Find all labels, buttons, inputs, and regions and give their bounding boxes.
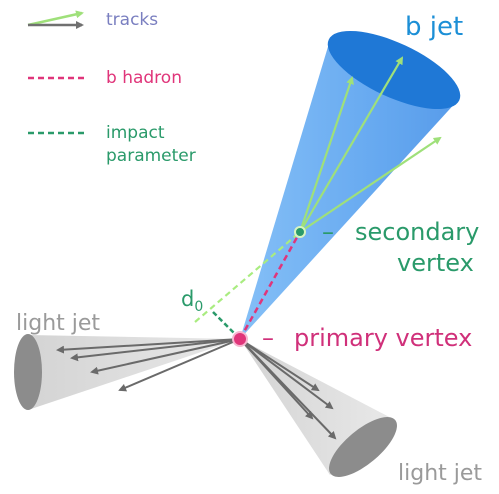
light-jet-tracks-left (56, 338, 241, 392)
light-jet-cone-right (240, 339, 397, 477)
b-jet-label: b jet (405, 12, 463, 42)
light-jet-tracks-right (239, 338, 337, 440)
legend: tracks b hadron impact parameter (27, 10, 196, 166)
secondary-vertex-dash: – (322, 218, 334, 246)
primary-vertex-marker (232, 331, 248, 347)
primary-vertex-dash: – (262, 324, 274, 352)
legend-impact-label-2: parameter (106, 146, 196, 166)
secondary-vertex-marker (294, 226, 306, 238)
b-jet-tracks (298, 56, 442, 233)
b-jet-cone (240, 30, 461, 339)
legend-tracks-label: tracks (106, 10, 158, 30)
primary-vertex-label: primary vertex (294, 324, 472, 352)
secondary-vertex-label-1: secondary (355, 218, 479, 246)
legend-b-hadron-label: b hadron (106, 68, 182, 88)
light-jet-cone-left (14, 334, 240, 410)
legend-tracks-icon (27, 10, 84, 29)
light-jet-label-right: light jet (398, 461, 482, 486)
legend-impact-label-1: impact (106, 123, 165, 143)
light-jet-label-left: light jet (16, 311, 100, 336)
impact-parameter (194, 231, 301, 340)
secondary-vertex-label-2: vertex (397, 249, 474, 277)
d0-label: d0 (181, 287, 203, 315)
b-hadron-path (238, 231, 302, 340)
